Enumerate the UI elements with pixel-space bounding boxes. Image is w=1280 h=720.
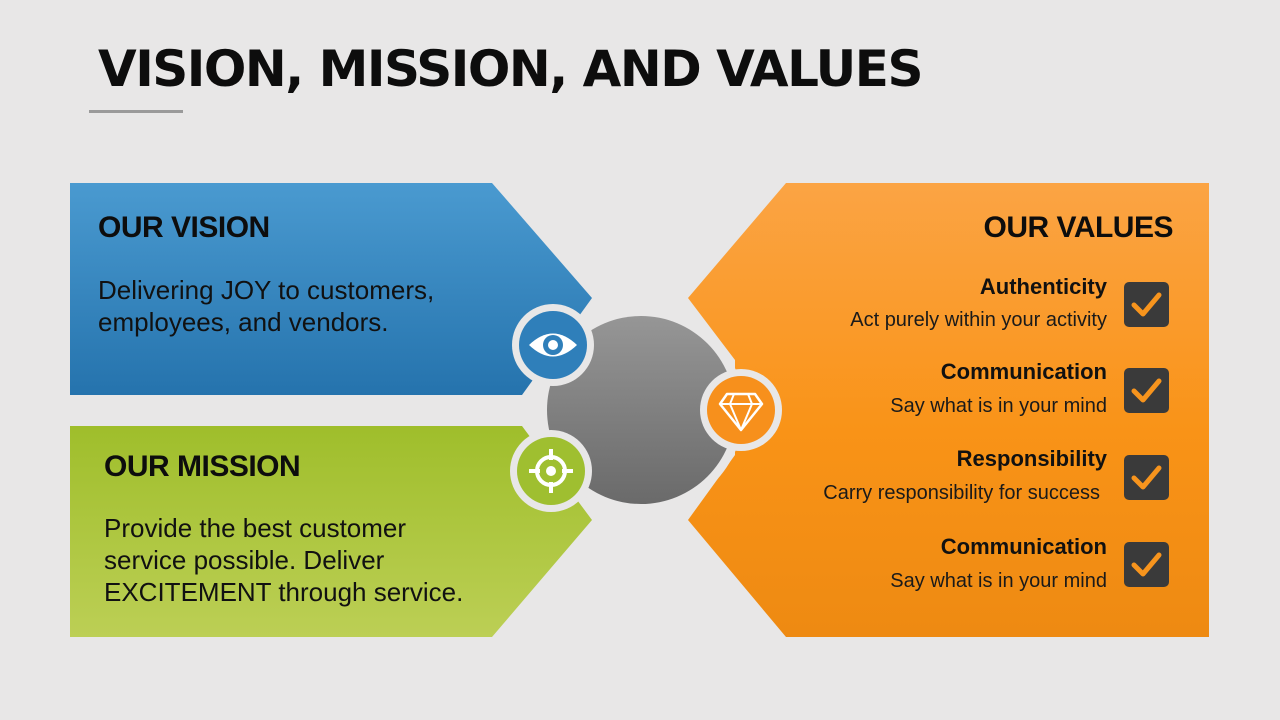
mission-heading: OUR MISSION bbox=[104, 450, 301, 483]
vision-panel bbox=[70, 183, 592, 395]
checkmark-icon bbox=[1124, 368, 1169, 413]
value-desc: Act purely within your activity bbox=[850, 309, 1107, 331]
mission-text-line2: service possible. Deliver bbox=[104, 545, 385, 575]
title-underline bbox=[89, 110, 183, 113]
diamond-icon bbox=[700, 369, 782, 451]
value-title: Responsibility bbox=[956, 446, 1107, 471]
checkmark-icon bbox=[1124, 455, 1169, 500]
mission-text-line1: Provide the best customer bbox=[104, 513, 407, 543]
mission-panel bbox=[70, 426, 592, 637]
vision-heading: OUR VISION bbox=[98, 211, 270, 244]
value-desc: Say what is in your mind bbox=[890, 570, 1107, 592]
value-title: Communication bbox=[940, 534, 1107, 559]
value-title: Authenticity bbox=[979, 274, 1107, 299]
vision-text-line2: employees, and vendors. bbox=[98, 307, 389, 337]
checkmark-icon bbox=[1124, 542, 1169, 587]
values-heading: OUR VALUES bbox=[983, 211, 1174, 244]
mission-text-line3: EXCITEMENT through service. bbox=[104, 577, 464, 607]
center-circle bbox=[547, 316, 735, 504]
eye-icon bbox=[512, 304, 594, 386]
checkmark-icon bbox=[1124, 282, 1169, 327]
values-panel bbox=[688, 183, 1209, 637]
value-desc: Carry responsibility for success bbox=[823, 482, 1100, 504]
slide-title: VISION, MISSION, AND VALUES bbox=[98, 40, 923, 98]
value-desc: Say what is in your mind bbox=[890, 395, 1107, 417]
target-icon bbox=[510, 430, 592, 512]
vision-text-line1: Delivering JOY to customers, bbox=[98, 275, 435, 305]
value-title: Communication bbox=[940, 359, 1107, 384]
